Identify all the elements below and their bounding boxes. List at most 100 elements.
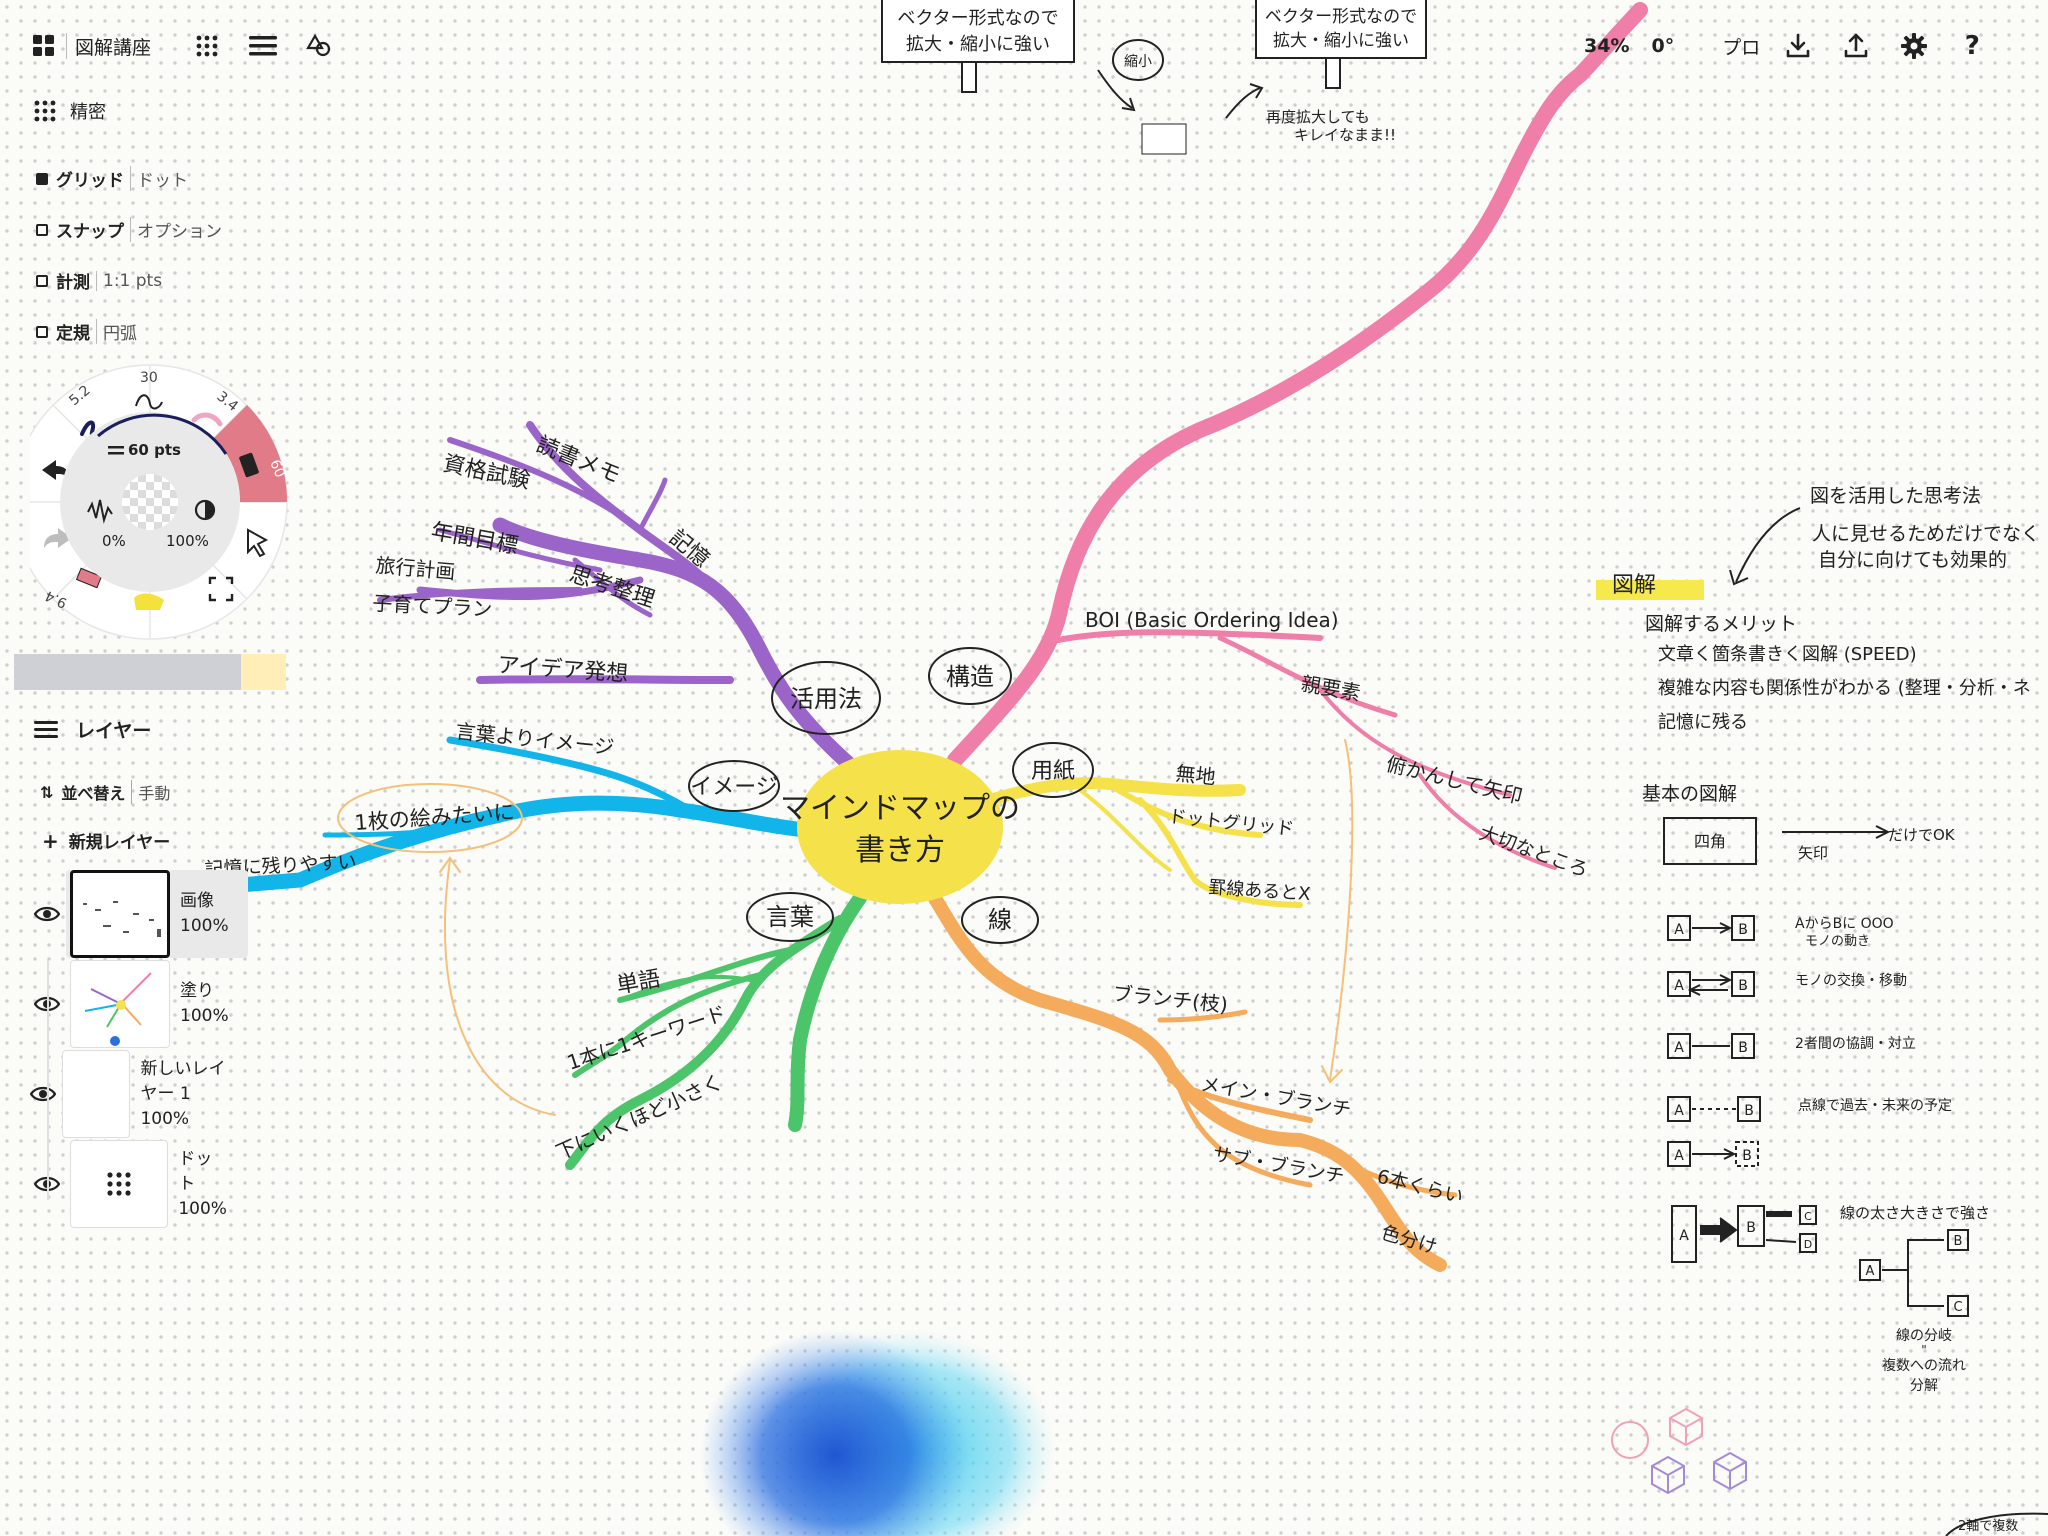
example-b: B (1738, 1040, 1748, 1056)
mm-words-item[interactable]: 下にいくほど小さく (552, 1069, 726, 1164)
mm-structure-item[interactable]: 大切なところ (1476, 822, 1591, 882)
new-layer-button[interactable]: + 新規レイヤー (42, 828, 170, 854)
ruler-option[interactable]: 定規 円弧 (36, 319, 137, 344)
callout-line1: 図を活用した思考法 (1810, 485, 1981, 507)
basic-arrow-label: 矢印 (1798, 844, 1828, 862)
layer-thumbnail-dots[interactable] (69, 1140, 169, 1228)
snap-checkbox[interactable] (36, 223, 48, 236)
upload-icon (1844, 33, 1868, 58)
ruler-checkbox[interactable] (36, 325, 48, 338)
layer-info: 画像 100% (170, 889, 229, 939)
mm-structure-item[interactable]: 親要素 (1299, 671, 1362, 705)
document-title[interactable]: 図解講座 (75, 36, 152, 59)
layer-opacity[interactable]: 100% (180, 1006, 229, 1026)
sort-value[interactable]: 手動 (131, 780, 170, 804)
precision-panel-header[interactable]: 精密 (34, 98, 106, 124)
example-desc: モノの動き (1805, 934, 1870, 949)
layer-sort-control[interactable]: ⇅ 並べ替え 手動 (40, 780, 170, 804)
branch-label-words[interactable]: 言葉 (766, 903, 814, 931)
smooth-brush-preset[interactable] (135, 394, 163, 410)
shape-tool-button[interactable] (297, 24, 341, 68)
layer-row-image[interactable]: 画像 100% (30, 870, 229, 958)
yellow-brush-preset[interactable] (134, 593, 164, 610)
layer-opacity[interactable]: 100% (140, 1108, 190, 1129)
layer-opacity[interactable]: 100% (180, 916, 229, 936)
layer-visibility-toggle[interactable] (30, 897, 64, 931)
measure-checkbox[interactable] (36, 274, 48, 287)
example-diagrams (1667, 915, 1761, 1167)
grid-checkbox[interactable] (36, 172, 48, 185)
vector-note-left[interactable]: ベクター形式なので 拡大・縮小に強い (881, 0, 1075, 93)
snap-value[interactable]: オプション (130, 217, 222, 242)
layer-thumbnail-image[interactable] (70, 870, 170, 958)
undo-icon[interactable] (42, 460, 70, 480)
thickness-c: C (1804, 1210, 1812, 1223)
branch-label-paper[interactable]: 用紙 (1031, 759, 1075, 784)
layer-opacity[interactable]: 100% (178, 1198, 227, 1219)
branch-label-image[interactable]: イメージ (690, 775, 778, 800)
layer-visibility-toggle[interactable] (30, 1077, 56, 1111)
brush-size-readout[interactable]: 60 pts (128, 441, 181, 459)
redo-icon[interactable] (44, 528, 72, 548)
eraser-preset[interactable] (75, 567, 103, 589)
color-swatch-cream[interactable] (240, 654, 286, 690)
fullscreen-icon[interactable] (208, 576, 234, 602)
mm-paper-item[interactable]: 罫線あるとX (1208, 877, 1312, 905)
pink-brush-preset[interactable] (191, 412, 223, 427)
layers-title: レイヤー (76, 720, 152, 742)
mm-paper-item[interactable]: ドットグリッド (1167, 806, 1295, 840)
merits-title: 図解するメリット (1645, 613, 1797, 635)
vector-note-right[interactable]: ベクター形式なので 拡大・縮小に強い (1255, 0, 1427, 89)
mm-usage-item[interactable]: 資格試験 (441, 451, 532, 494)
callout-line2: 人に見せるためだけでなく (1812, 523, 2040, 545)
measure-value[interactable]: 1:1 pts (96, 270, 162, 291)
mm-line-item[interactable]: ブランチ(枝) (1111, 981, 1228, 1017)
snap-option[interactable]: スナップ オプション (36, 217, 222, 242)
gallery-button[interactable] (26, 24, 62, 68)
help-button[interactable]: ? (1950, 24, 1994, 68)
branch-label-line[interactable]: 線 (988, 906, 1012, 934)
layers-header[interactable]: レイヤー (34, 716, 151, 743)
decor-shapes (1611, 1407, 2048, 1536)
mm-structure-item[interactable]: 俯かんして矢印 (1384, 752, 1525, 809)
ruler-value[interactable]: 円弧 (96, 319, 137, 344)
color-swatch-gray[interactable] (14, 654, 241, 690)
mm-usage-item[interactable]: 旅行計画 (375, 553, 457, 584)
mm-usage-item[interactable]: 子育てプラン (372, 591, 493, 621)
central-node[interactable]: マインドマップの 書き方 (780, 750, 1020, 904)
pressure-icon[interactable] (87, 499, 113, 524)
mm-usage-item[interactable]: 思考整理 (566, 562, 657, 613)
settings-button[interactable] (1892, 24, 1936, 68)
precision-panel-button[interactable] (185, 24, 229, 68)
layer-thumbnail-new[interactable] (62, 1050, 131, 1138)
import-button[interactable] (1776, 24, 1820, 68)
central-node-line2: 書き方 (855, 833, 945, 868)
color-history-strip[interactable] (14, 654, 286, 690)
grid-option[interactable]: グリッド ドット (36, 166, 188, 191)
example-a: A (1674, 1103, 1684, 1119)
branch-label-usage[interactable]: 活用法 (790, 685, 862, 713)
mm-line-item[interactable]: 色分け (1379, 1222, 1440, 1259)
mm-words-item[interactable]: 1本に1キーワード (564, 1001, 729, 1075)
mode-toggle[interactable]: プロ (1722, 36, 1761, 59)
layer-thumbnail-paint[interactable] (70, 960, 170, 1048)
layers-panel-button[interactable] (241, 24, 285, 68)
share-button[interactable] (1834, 24, 1878, 68)
split-b: B (1954, 1234, 1963, 1249)
grid-value[interactable]: ドット (130, 166, 188, 191)
mm-structure-item[interactable]: BOI (Basic Ordering Idea) (1085, 608, 1339, 632)
mm-words-item[interactable]: 単語 (615, 967, 663, 999)
branch-label-structure[interactable]: 構造 (946, 663, 994, 691)
opacity-icon[interactable] (194, 499, 216, 521)
brush-size-top[interactable]: 30 (140, 370, 158, 386)
layer-row-new[interactable]: 新しいレイヤー 1 100% (30, 1050, 229, 1138)
measure-option[interactable]: 計測 1:1 pts (36, 268, 162, 293)
rotation-angle[interactable]: 0° (1651, 35, 1675, 57)
cursor-icon[interactable] (247, 528, 269, 558)
mm-paper-item[interactable]: 無地 (1174, 761, 1216, 789)
layer-row-paint[interactable]: 塗り 100% (30, 960, 229, 1048)
brush-wheel[interactable]: 60 5.2 30 3.4 9.4 60 pts (30, 362, 300, 642)
zoom-level[interactable]: 34% (1584, 35, 1630, 57)
layer-row-dots[interactable]: ドット 100% (30, 1140, 229, 1228)
